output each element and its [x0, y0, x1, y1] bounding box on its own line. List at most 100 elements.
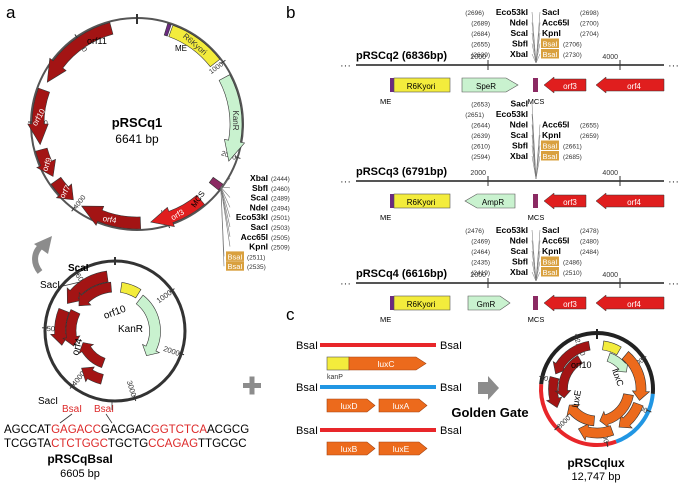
luxB-arrow	[577, 423, 615, 441]
mcs-site-name: Eco53kI	[236, 212, 268, 222]
pRSCq1-name: pRSCq1	[112, 115, 163, 130]
lux-gene-label: luxC	[377, 359, 394, 369]
site-pos: (2651)	[465, 112, 484, 119]
pRSCqlux-features	[545, 340, 651, 441]
pRSCqlux-name: pRSCqlux	[567, 456, 625, 470]
tick-label: 4000	[602, 170, 618, 177]
orf4-label: orf4	[627, 82, 641, 91]
marker-label: GmR	[477, 300, 496, 309]
bsa-orf-arrow-3	[78, 281, 112, 307]
luxD-arrow	[618, 401, 644, 429]
sequence-segment: TTGCGC	[198, 438, 247, 450]
site-pos: (2478)	[580, 228, 599, 235]
fragment-left-site: BsaI	[296, 425, 318, 437]
pRSCqBsaI-name: pRSCqBsaI	[47, 452, 112, 466]
lux-gene-arrow	[326, 441, 376, 456]
orf4-label: orf4	[627, 300, 641, 309]
q1-tick	[234, 156, 241, 159]
sequence-segment: TCGGTA	[4, 438, 51, 450]
mcs-site-pos: (2535)	[247, 264, 266, 271]
feature-label: orf4	[102, 214, 118, 225]
sequence-segment: ACGCG	[207, 424, 249, 436]
bsa-leader-1	[59, 413, 73, 424]
bsa-tick	[169, 288, 175, 293]
site-name: SacI	[542, 225, 560, 235]
site-name: SbfI	[512, 257, 528, 267]
orf3-arrow	[150, 194, 205, 228]
flow-arrow-a-head	[34, 236, 52, 254]
bsa-site-box	[226, 251, 244, 261]
label-BsaI-1: BsaI	[62, 404, 82, 415]
bsa-leader-2	[105, 413, 113, 424]
site-pos: (2700)	[580, 21, 599, 28]
bsa-tick-label: 2000	[162, 344, 181, 358]
label-SacI-bsa-bottom: SacI	[38, 396, 58, 407]
sequence-segment: CCAGAG	[148, 438, 198, 450]
lux-gene-label: luxA	[393, 401, 410, 411]
site-pos: (2698)	[580, 10, 599, 17]
mcs-site-pos: (2444)	[271, 176, 290, 183]
site-pos: (2655)	[471, 42, 490, 49]
pRSCq1-map: pRSCq1 6641 bp 100020003000400050006000 …	[27, 14, 290, 271]
lux-gene-arrow	[378, 441, 428, 456]
lux-tick-label: 8000	[556, 415, 572, 431]
site-fan-line	[531, 43, 537, 64]
sequence-segment: CTCTGGC	[51, 438, 108, 450]
label-ScaI-bsa: ScaI	[68, 263, 89, 274]
mcs-site-pos: (2511)	[247, 254, 265, 261]
site-name: Acc65I	[542, 18, 569, 28]
site-name: Eco53kI	[496, 225, 528, 235]
site-fan-line	[531, 250, 537, 282]
tick-label: 4000	[602, 54, 618, 61]
marker-arrow	[467, 295, 511, 311]
site-name: BsaI	[542, 268, 557, 277]
site-name: Acc65I	[542, 236, 569, 246]
site-name: Acc65I	[542, 120, 569, 130]
site-fan-line	[531, 271, 537, 282]
site-pos: (2684)	[471, 31, 490, 38]
site-name: KpnI	[542, 28, 561, 38]
lux-backbone-black-1	[596, 331, 655, 395]
MCS-box	[533, 78, 538, 92]
pRSCqBsaI-features	[50, 257, 161, 385]
site-name: SacI	[511, 99, 529, 109]
ME-mark	[390, 78, 394, 92]
label-ME: ME	[175, 44, 187, 53]
mcs-site-name: BsaI	[227, 252, 242, 261]
feature-label: KanR	[231, 111, 240, 131]
site-fan-line	[531, 261, 537, 282]
orf4-arrow	[81, 205, 141, 230]
bsa-tick	[133, 395, 137, 402]
ellipsis-left: ···	[340, 176, 351, 188]
q1-tick	[220, 59, 226, 65]
site-pos: (2510)	[563, 270, 582, 277]
lux-R6Kyori-box	[602, 340, 622, 356]
lux-orf10-arrow	[554, 355, 583, 399]
mcs-site-pos: (2489)	[271, 196, 290, 203]
bsa-site-box	[541, 267, 559, 277]
sequence-bottom-strand: TCGGTACTCTGGCTGCTGCCAGAGTTGCGC	[4, 438, 247, 450]
orf10-arrow	[27, 87, 50, 146]
site-pos: (2704)	[580, 31, 599, 38]
R6Kyori-box	[168, 24, 221, 68]
lux-backbone-red	[539, 383, 617, 447]
label-BsaI-2: BsaI	[94, 404, 114, 415]
kanP-label: kanP	[327, 374, 343, 381]
site-pos: (2655)	[580, 123, 599, 130]
ME-mark	[390, 194, 394, 208]
lux-backbone-black-2	[539, 331, 598, 385]
plus-icon	[243, 376, 261, 395]
fragment-left-site: BsaI	[296, 382, 318, 394]
mcs-site-name: BsaI	[227, 262, 242, 271]
luxA-arrow	[599, 393, 634, 429]
mcs-site-name: ScaI	[251, 193, 269, 203]
label-orf10-bsa: orf10	[102, 304, 128, 322]
site-name: BsaI	[542, 142, 557, 151]
lux-gene-label: luxD	[340, 401, 357, 411]
sequence-top-strand: AGCCATGAGACCGACGACGGTCTCAACGCG	[4, 424, 249, 436]
bsa-site-box	[541, 49, 559, 59]
